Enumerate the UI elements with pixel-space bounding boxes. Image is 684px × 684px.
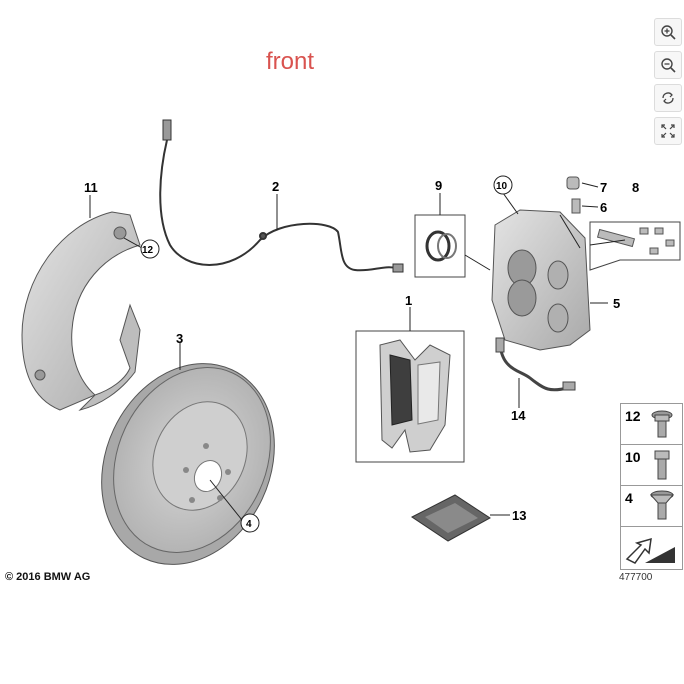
callout-13: 13 <box>512 508 526 523</box>
callout-5: 5 <box>613 296 620 311</box>
zoom-out-button[interactable] <box>654 51 682 79</box>
front-label: front <box>266 48 315 75</box>
zoom-out-icon <box>661 58 676 73</box>
arrow-icon <box>625 537 675 564</box>
dust-shield-part <box>21 211 141 411</box>
callout-8: 8 <box>632 180 639 195</box>
brake-pads-part <box>355 330 465 463</box>
bleeder-screw-part <box>571 198 581 214</box>
legend-num-4: 4 <box>625 490 633 506</box>
callout-10: 10 <box>496 181 508 192</box>
callout-12-circle <box>140 239 160 259</box>
zoom-controls <box>654 18 684 150</box>
callout-3: 3 <box>176 331 183 346</box>
callout-9: 9 <box>435 178 442 193</box>
callout-2: 2 <box>272 179 279 194</box>
rotate-button[interactable] <box>654 84 682 112</box>
callout-12: 12 <box>142 245 154 256</box>
callout-11: 11 <box>84 180 98 195</box>
callout-14: 14 <box>511 408 526 423</box>
legend-item-4: 4 <box>621 486 682 527</box>
hex-bolt-icon <box>654 450 670 480</box>
brake-hose-part <box>495 337 576 392</box>
bleeder-cap-part <box>566 176 580 190</box>
legend-arrow-cell <box>621 527 682 569</box>
zoom-in-icon <box>661 25 676 40</box>
callout-6: 6 <box>600 200 607 215</box>
callout-7: 7 <box>600 180 607 195</box>
rotate-icon <box>662 92 674 104</box>
callout-4-circle <box>240 513 260 533</box>
fullscreen-button[interactable] <box>654 117 682 145</box>
zoom-in-button[interactable] <box>654 18 682 46</box>
callout-1: 1 <box>405 293 412 308</box>
callout-10-circle <box>493 175 513 195</box>
fullscreen-icon <box>661 124 675 138</box>
grease-pack-part <box>411 494 491 542</box>
legend-item-12: 12 <box>621 404 682 445</box>
copyright-notice: © 2016 BMW AG <box>5 571 91 583</box>
callout-4: 4 <box>246 519 252 530</box>
flange-bolt-icon <box>651 410 673 438</box>
leader-lines <box>89 182 626 521</box>
countersunk-screw-icon <box>649 490 675 520</box>
diagram-reference-number: 477700 <box>619 572 653 583</box>
legend-num-12: 12 <box>625 408 641 424</box>
wear-sensor-part <box>159 119 404 273</box>
legend-item-10: 10 <box>621 445 682 486</box>
brake-caliper-part <box>491 209 591 351</box>
small-parts-legend: 12 10 4 <box>620 403 683 570</box>
pad-fitting-kit-part <box>589 221 681 271</box>
brake-disc-part <box>101 363 275 565</box>
seal-kit-part <box>414 214 466 278</box>
legend-num-10: 10 <box>625 449 641 465</box>
